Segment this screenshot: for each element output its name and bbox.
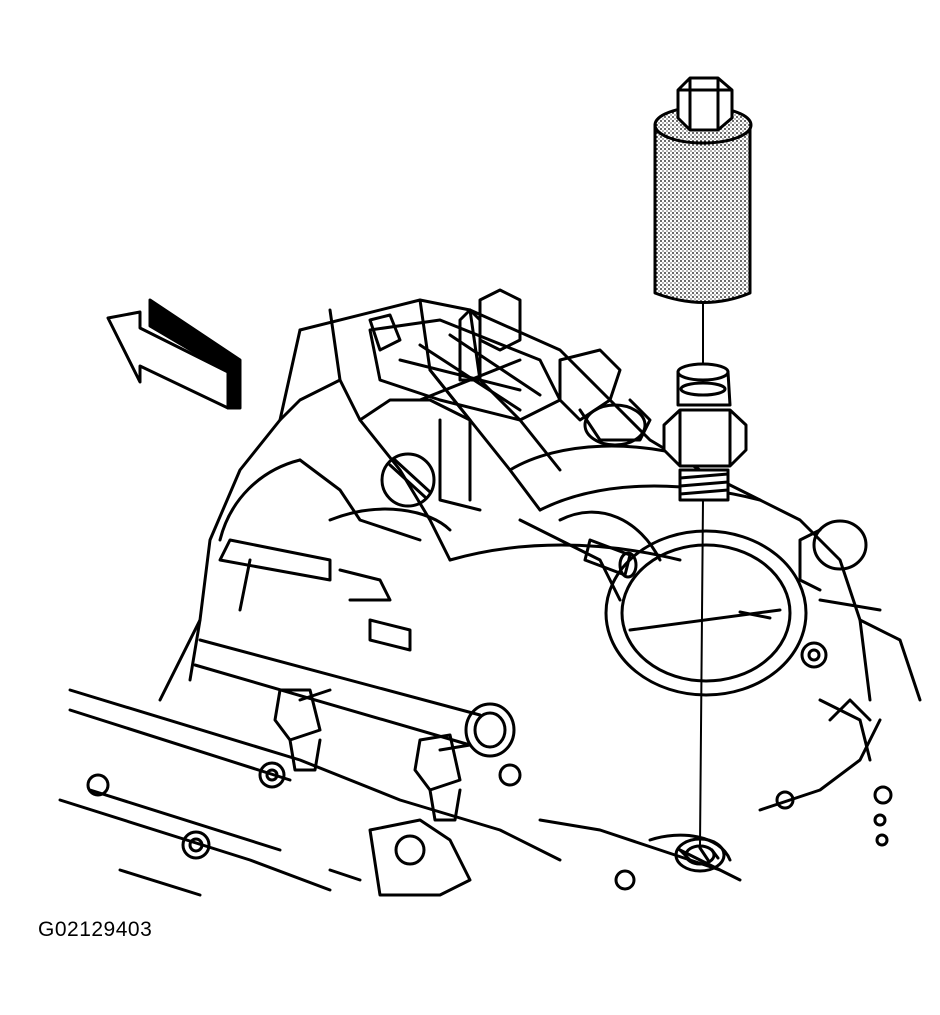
- sensor-socket-tool: [653, 76, 753, 304]
- plenum-cover: [368, 318, 562, 512]
- fuel-injector-left: [273, 688, 332, 772]
- vacuum-port: [583, 538, 638, 579]
- engine-block-lower: [368, 598, 922, 897]
- fuel-rail: [193, 538, 516, 758]
- valve-cover-left: [158, 458, 452, 702]
- right-side-cap: [798, 519, 868, 592]
- oil-pressure-sensor: [662, 362, 748, 502]
- front-direction-arrow: [106, 298, 242, 410]
- connector-harness: [368, 288, 652, 447]
- bolts: [86, 641, 893, 891]
- fuel-injector-right: [413, 733, 472, 822]
- engine-illustration: [58, 76, 922, 897]
- oil-fill-cap: [380, 452, 436, 508]
- fuel-lines: [58, 688, 562, 897]
- alignment-lines: [699, 299, 704, 846]
- figure-id-label: G02129403: [38, 918, 153, 941]
- intake-manifold: [188, 298, 872, 702]
- sensor-bore: [674, 837, 726, 873]
- throttle-body: [518, 510, 808, 697]
